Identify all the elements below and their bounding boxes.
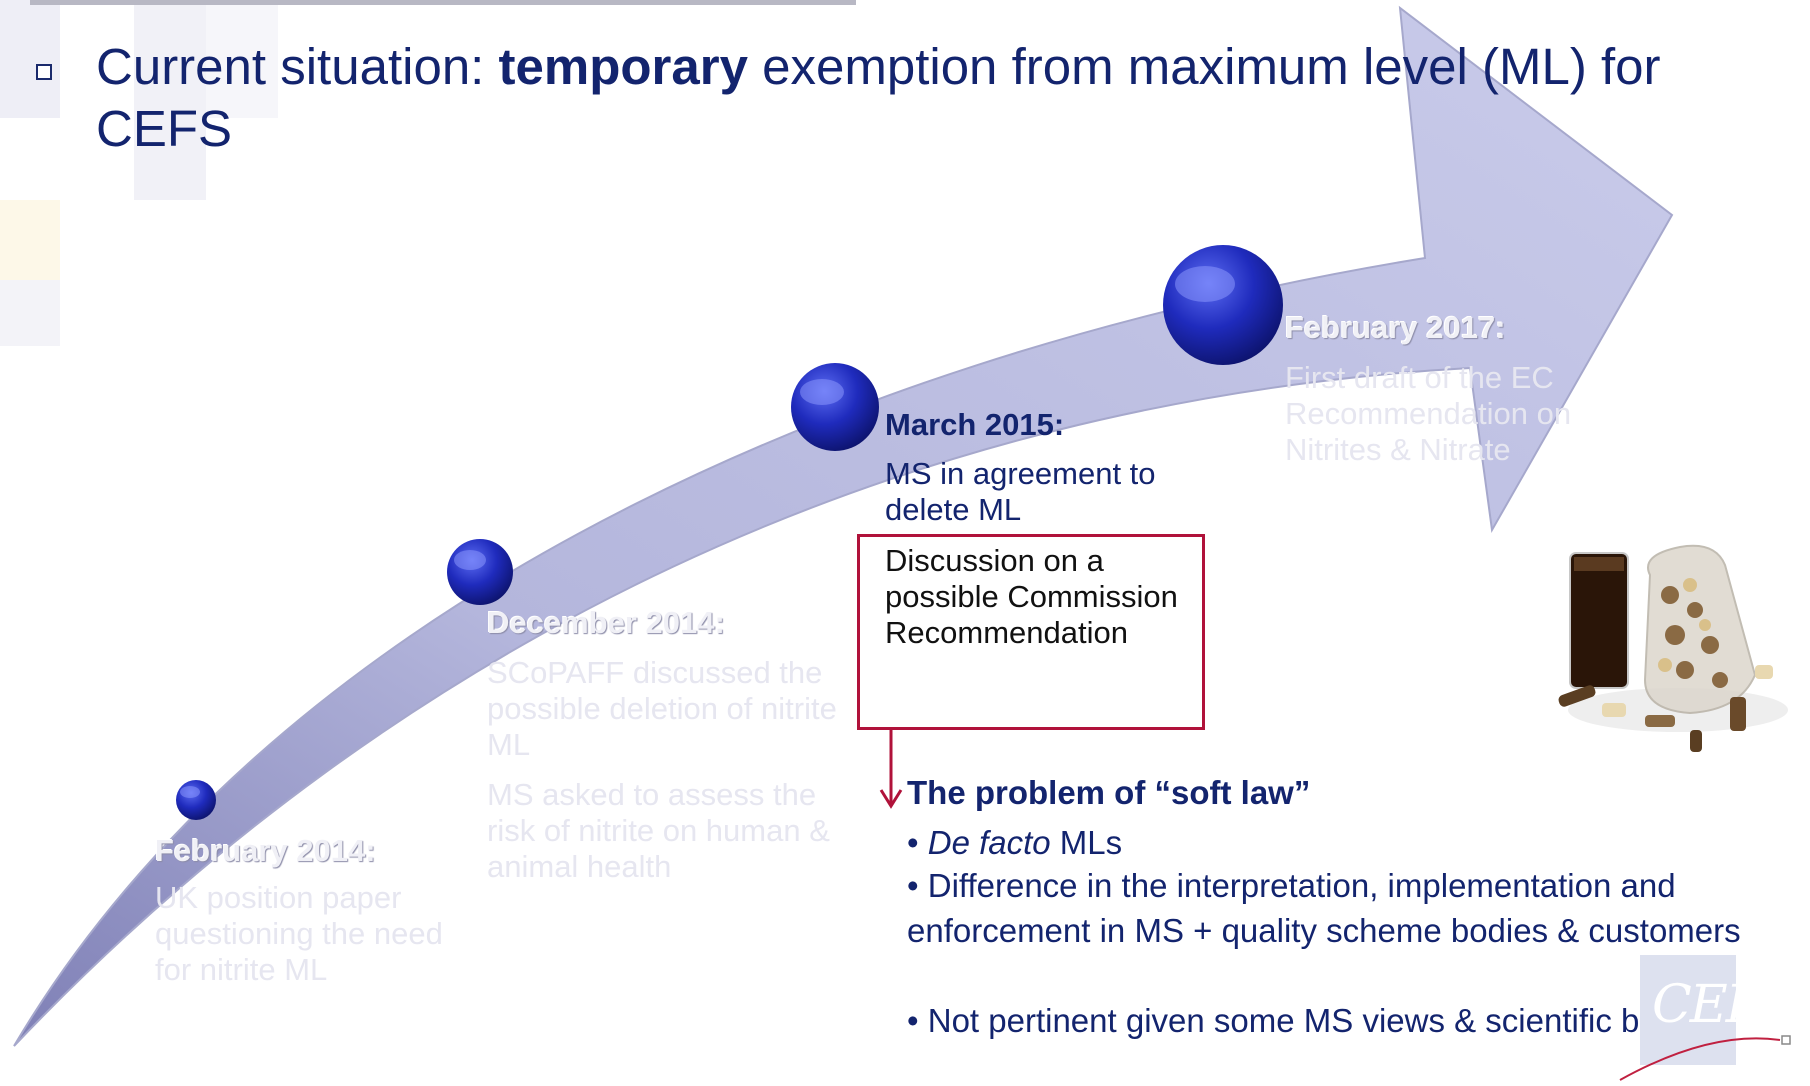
problem-bullet-3: • Not pertinent given some MS views & sc… (907, 1002, 1719, 1039)
cefs-logo-swoosh-icon (1619, 1035, 1791, 1081)
bullet-icon: • (907, 1002, 919, 1039)
bullet-icon: • (907, 824, 919, 861)
title-bullet-icon (36, 64, 52, 80)
connector-arrow-icon (879, 728, 903, 809)
problem-bullet-1: • De facto MLs (907, 824, 1123, 861)
deco-square (0, 200, 60, 280)
deco-square (134, 0, 206, 200)
highlight-box (857, 534, 1205, 730)
cork-glass-photo (1558, 544, 1788, 752)
event-text-mar-2015-a: MS in agreement to delete ML (885, 456, 1156, 527)
event-date-mar-2015: March 2015: (885, 407, 1065, 442)
deco-square (206, 0, 278, 118)
deco-square (0, 0, 60, 118)
slide-title: Current situation: temporary exemption f… (96, 38, 1661, 157)
deco-square (0, 280, 60, 346)
cefs-logo (1640, 955, 1736, 1065)
event-text-feb-2014: UK position paper questioning the need f… (155, 880, 443, 987)
cefs-logo-text: CEFS (1652, 975, 1795, 1035)
timeline-node (176, 780, 216, 820)
problem-bullet-2: • Difference in the interpretation, impl… (907, 867, 1741, 949)
event-date-feb-2017: February 2017: (1285, 310, 1506, 345)
event-text-mar-2015-b: Discussion on a possible Commission Reco… (885, 543, 1178, 650)
top-rule (30, 0, 856, 5)
timeline-node (1163, 245, 1283, 365)
event-text-feb-2017: First draft of the EC Recommendation on … (1285, 360, 1572, 467)
event-text-dec-2014-a: SCoPAFF discussed the possible deletion … (487, 655, 837, 762)
timeline-node (447, 539, 513, 605)
event-date-dec-2014: December 2014: (487, 605, 725, 640)
event-text-dec-2014-b: MS asked to assess the risk of nitrite o… (487, 777, 830, 884)
timeline-node (791, 363, 879, 451)
bullet-icon: • (907, 867, 919, 904)
event-date-feb-2014: February 2014: (155, 833, 376, 868)
problem-heading: The problem of “soft law” (907, 774, 1311, 811)
